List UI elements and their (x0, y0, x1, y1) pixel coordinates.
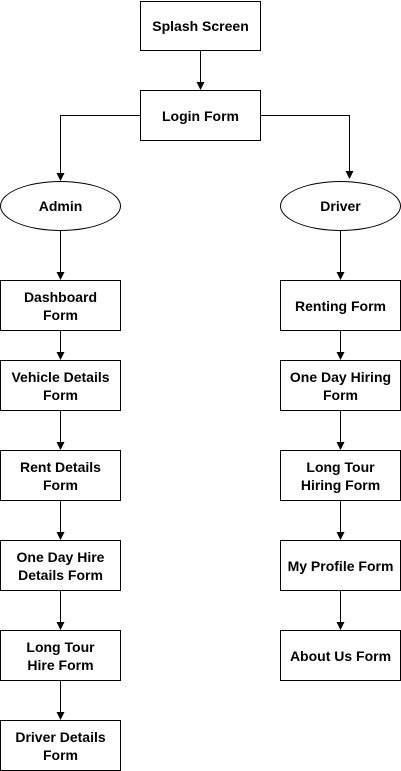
long-tour-hire-form-node: Long Tour Hire Form (0, 630, 121, 681)
node-label: One Day Hire Details Form (16, 548, 105, 583)
renting-form-node: Renting Form (280, 280, 401, 331)
one-day-hiring-form-node: One Day Hiring Form (280, 360, 401, 411)
one-day-hire-details-form-node: One Day Hire Details Form (0, 540, 121, 591)
login-form-node: Login Form (140, 90, 261, 141)
about-us-form-node: About Us Form (280, 630, 401, 681)
node-label: Driver Details Form (15, 728, 106, 763)
node-label: Admin (38, 198, 83, 214)
node-label: Long Tour Hire Form (26, 638, 95, 673)
node-label: Rent Details Form (20, 458, 101, 493)
node-label: Long Tour Hiring Form (300, 458, 381, 493)
node-label: Driver (320, 198, 361, 214)
node-label: My Profile Form (287, 557, 394, 574)
dashboard-form-node: Dashboard Form (0, 280, 121, 331)
node-label: Renting Form (295, 297, 386, 314)
long-tour-hiring-form-node: Long Tour Hiring Form (280, 450, 401, 501)
splash-screen-node: Splash Screen (140, 1, 261, 51)
vehicle-details-form-node: Vehicle Details Form (0, 360, 121, 411)
node-label: Vehicle Details Form (11, 368, 110, 403)
arrow-login-to-admin (56, 115, 140, 181)
my-profile-form-node: My Profile Form (280, 540, 401, 591)
node-label: Splash Screen (152, 18, 249, 34)
arrow-login-to-driver (261, 115, 354, 179)
node-label: One Day Hiring Form (289, 368, 392, 403)
rent-details-form-node: Rent Details Form (0, 450, 121, 501)
node-label: About Us Form (289, 647, 392, 664)
node-label: Dashboard Form (23, 288, 98, 323)
driver-node: Driver (280, 181, 401, 231)
node-label: Login Form (162, 107, 239, 124)
driver-details-form-node: Driver Details Form (0, 720, 121, 771)
admin-node: Admin (0, 181, 121, 231)
